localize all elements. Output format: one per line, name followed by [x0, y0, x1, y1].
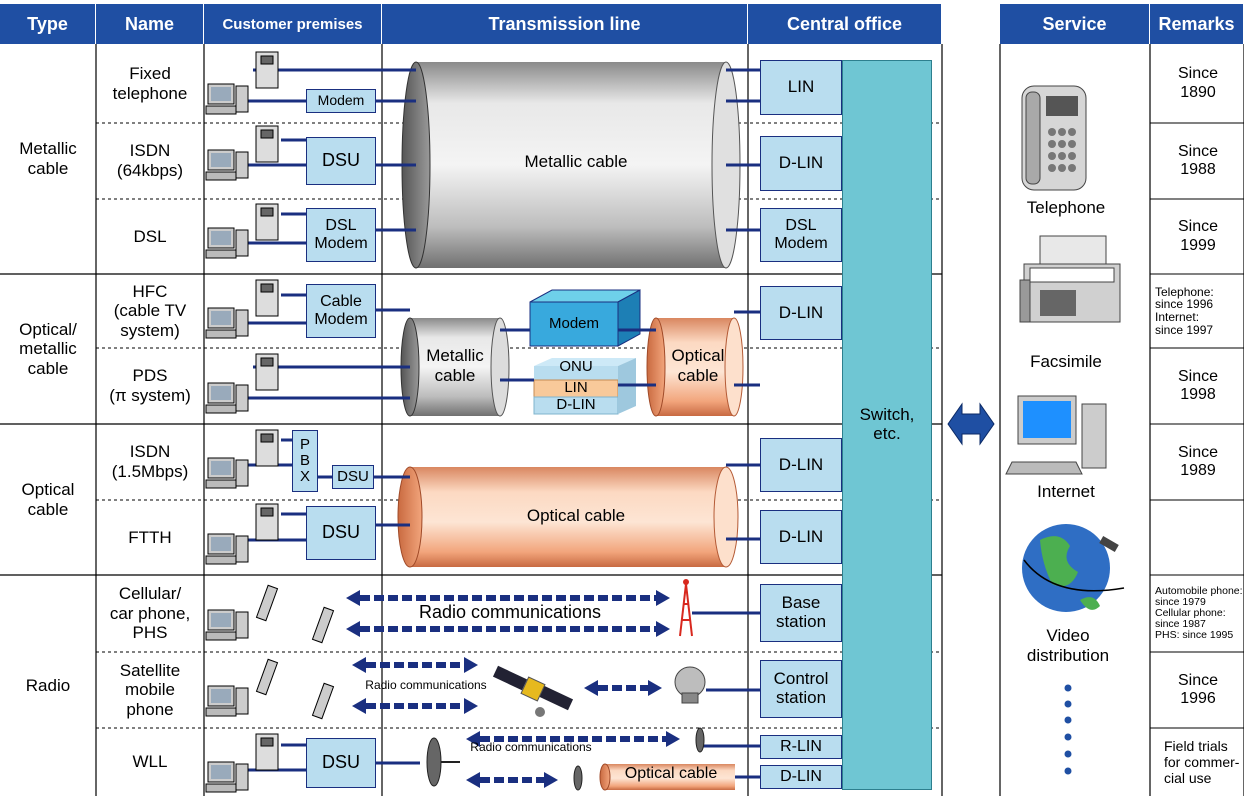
name-wll: WLL: [132, 752, 168, 772]
service-video-distribution: Video distribution: [1026, 626, 1110, 665]
header-transmission: Transmission line: [382, 4, 748, 44]
service-internet: Internet: [1037, 482, 1095, 501]
ellipsis-dots: [1064, 684, 1072, 775]
name-dsl: DSL: [133, 226, 167, 246]
telephone-illustration: [1021, 85, 1087, 191]
central-base-station: Base station: [760, 584, 842, 642]
service-telephone: Telephone: [1026, 198, 1106, 217]
central-dlin-hfc: D-LIN: [760, 286, 842, 340]
customer-dsu-isdn15: DSU: [332, 465, 374, 489]
customer-pbx: P B X: [292, 430, 318, 492]
header-name: Name: [96, 4, 204, 44]
customer-dsu-isdn64: DSU: [306, 137, 376, 185]
central-dsl-modem: DSL Modem: [760, 208, 842, 262]
central-dlin-isdn15: D-LIN: [760, 438, 842, 492]
type-metallic: Metallic cable: [19, 139, 77, 178]
label-onu-dlin: D-LIN: [556, 396, 596, 413]
service-facsimile: Facsimile: [1030, 352, 1102, 371]
remark-ftth: [1152, 500, 1244, 575]
central-dlin-wll: D-LIN: [760, 765, 842, 789]
name-isdn64: ISDN (64kbps): [116, 141, 184, 180]
name-isdn15: ISDN (1.5Mbps): [111, 442, 189, 481]
customer-dsu-ftth: DSU: [306, 506, 376, 560]
remark-fixed: Since 1890: [1177, 65, 1219, 101]
header-central: Central office: [748, 4, 942, 44]
central-dlin-isdn64: D-LIN: [760, 136, 842, 191]
name-cellular: Cellular/ car phone, PHS: [109, 584, 191, 643]
phone-icons: [255, 51, 279, 771]
remark-wll: Field trials for commer- cial use: [1164, 737, 1240, 787]
label-radio-communications: Radio communications: [418, 602, 602, 622]
label-optical-cable: Optical cable: [526, 506, 626, 525]
type-radio: Radio: [25, 675, 71, 695]
remark-satellite: Since 1996: [1177, 671, 1219, 707]
facsimile-illustration: [1019, 235, 1121, 323]
label-modem-3d: Modem: [548, 315, 600, 332]
remark-isdn64: Since 1988: [1177, 142, 1219, 178]
remark-isdn15: Since 1989: [1177, 443, 1219, 479]
header-remarks: Remarks: [1150, 4, 1244, 44]
name-satellite: Satellite mobile phone: [119, 660, 181, 719]
customer-cable-modem: Cable Modem: [306, 284, 376, 338]
type-optical: Optical cable: [21, 479, 75, 519]
label-metallic-cable: Metallic cable: [524, 152, 628, 171]
computer-icons: [205, 83, 249, 793]
label-radio-communications-wll: Radio communications: [470, 740, 592, 754]
remark-cellular: Automobile phone: since 1979 Cellular ph…: [1155, 584, 1243, 642]
name-ftth: FTTH: [128, 527, 172, 547]
central-lin: LIN: [760, 60, 842, 115]
header-service: Service: [1000, 4, 1150, 44]
central-dlin-ftth: D-LIN: [760, 510, 842, 564]
type-optical-metallic: Optical/ metallic cable: [19, 319, 77, 378]
customer-modem-fixed: Modem: [306, 89, 376, 113]
central-control-station: Control station: [760, 660, 842, 718]
remark-pds: Since 1998: [1177, 367, 1219, 403]
customer-dsu-wll: DSU: [306, 738, 376, 788]
label-metallic-cable-small: Metallic cable: [426, 346, 484, 385]
customer-dsl-modem: DSL Modem: [306, 208, 376, 262]
name-pds: PDS (π system): [109, 366, 191, 405]
name-hfc: HFC (cable TV system): [113, 281, 187, 340]
central-rlin: R-LIN: [760, 735, 842, 759]
computer-illustration: [1005, 395, 1107, 475]
label-optical-cable-small: Optical cable: [671, 346, 725, 385]
globe-illustration: [1022, 524, 1125, 612]
switch-label: Switch, etc.: [859, 405, 915, 443]
label-onu-lin: LIN: [564, 379, 588, 396]
label-optical-cable-wll: Optical cable: [624, 765, 718, 782]
switch-block: Switch, etc.: [842, 60, 932, 790]
remark-hfc: Telephone: since 1996 Internet: since 19…: [1155, 284, 1214, 337]
label-onu: ONU: [559, 358, 593, 375]
mobile-phone-icons: [255, 584, 335, 720]
header-customer: Customer premises: [204, 4, 382, 44]
remark-dsl: Since 1999: [1177, 218, 1219, 254]
header-type: Type: [0, 4, 96, 44]
name-fixed-telephone: Fixed telephone: [112, 63, 188, 103]
label-radio-communications-sat: Radio communications: [365, 678, 487, 692]
